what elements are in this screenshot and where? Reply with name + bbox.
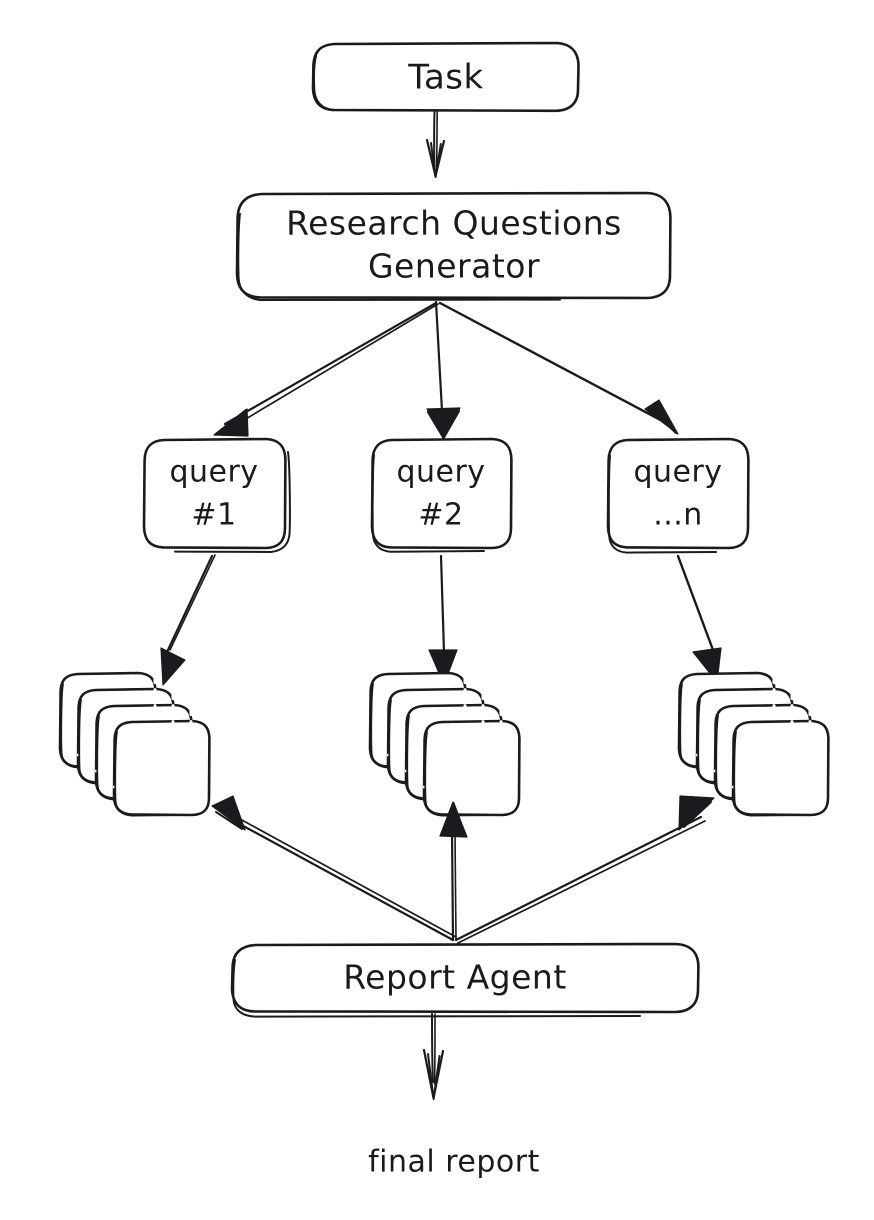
node-research-questions-generator[interactable]: Research Questions Generator bbox=[235, 191, 672, 301]
edge-generator-to-query3 bbox=[438, 301, 679, 435]
query-1-label-line2: #1 bbox=[191, 498, 236, 533]
result-card bbox=[112, 719, 211, 817]
edge-report-agent-to-final-report bbox=[422, 1013, 445, 1100]
edge-report-agent-to-results2 bbox=[439, 801, 468, 942]
results-stack-3[interactable] bbox=[677, 671, 830, 817]
node-final-report: final report bbox=[368, 1145, 540, 1180]
edge-generator-to-query1 bbox=[213, 301, 439, 437]
node-query-1[interactable]: query #1 bbox=[142, 437, 291, 553]
query-1-label-line1: query bbox=[169, 455, 258, 490]
edge-query3-to-results3 bbox=[676, 554, 722, 683]
node-report-agent[interactable]: Report Agent bbox=[230, 942, 700, 1018]
edge-report-agent-to-results3 bbox=[454, 795, 715, 944]
task-label: Task bbox=[407, 58, 483, 98]
arrowhead-icon bbox=[160, 647, 186, 686]
query-n-label-line1: query bbox=[633, 455, 722, 490]
edge-report-agent-to-results1 bbox=[211, 795, 457, 942]
node-task[interactable]: Task bbox=[311, 41, 580, 113]
generator-label-line1: Research Questions bbox=[286, 204, 622, 243]
arrowhead-icon bbox=[211, 795, 246, 831]
report-agent-label: Report Agent bbox=[343, 958, 567, 997]
arrowhead-icon bbox=[426, 407, 461, 438]
result-card bbox=[422, 719, 521, 817]
results-stack-2[interactable] bbox=[368, 671, 521, 817]
edge-query1-to-results1 bbox=[160, 554, 216, 686]
generator-label-line2: Generator bbox=[368, 247, 540, 286]
node-query-n[interactable]: query ...n bbox=[606, 437, 750, 554]
edge-generator-to-query2 bbox=[426, 300, 461, 440]
query-2-label-line2: #2 bbox=[418, 498, 463, 533]
result-card bbox=[731, 719, 830, 817]
node-query-2[interactable]: query #2 bbox=[370, 437, 513, 553]
query-2-label-line1: query bbox=[396, 455, 485, 490]
edge-query2-to-results2 bbox=[428, 554, 458, 686]
results-stack-1[interactable] bbox=[58, 671, 211, 817]
edge-task-to-generator bbox=[425, 111, 446, 178]
arrowhead-icon bbox=[678, 795, 715, 831]
final-report-label: final report bbox=[368, 1145, 540, 1180]
query-n-label-line2: ...n bbox=[653, 498, 703, 533]
